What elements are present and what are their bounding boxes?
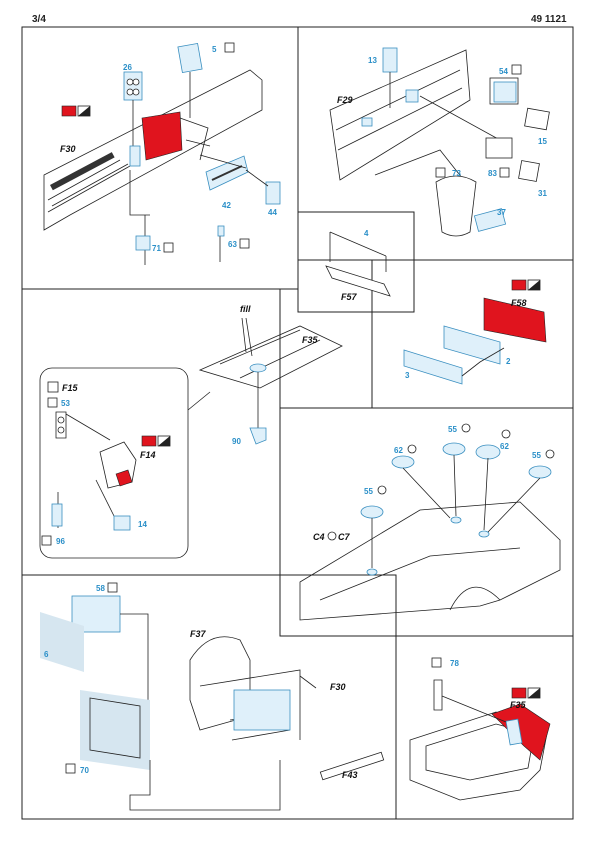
label-90: 90: [232, 437, 241, 446]
f37-part: [189, 636, 251, 731]
label-55-c: 55: [364, 487, 373, 496]
part-26: [123, 71, 143, 101]
panel-e: fill F35 90 F14 F15 53 14 96: [39, 304, 343, 559]
part-13: [382, 47, 398, 73]
panel-d: F58 2 3: [403, 279, 547, 385]
label-83: 83: [488, 169, 497, 178]
label-f35-b: F35: [510, 700, 527, 710]
label-f30-a: F30: [60, 144, 76, 154]
label-4: 4: [364, 229, 369, 238]
label-f14: F14: [140, 450, 156, 460]
label-fill: fill: [240, 304, 251, 314]
label-15: 15: [538, 137, 547, 146]
label-f58: F58: [511, 298, 527, 308]
part-70: [80, 690, 150, 770]
rear-deck: [299, 501, 561, 621]
label-96: 96: [56, 537, 65, 546]
panel-a: F30 26 5 42 44 71 63: [43, 42, 281, 265]
part-90: [249, 427, 267, 445]
label-14: 14: [138, 520, 147, 529]
label-26: 26: [123, 63, 132, 72]
label-f35-a: F35: [302, 335, 319, 345]
part-73: [435, 175, 477, 237]
f43-part: [319, 751, 385, 781]
label-62-a: 62: [394, 446, 403, 455]
panel-b: F29 13 54 15 83 31 73 37: [329, 47, 550, 237]
label-f37: F37: [190, 629, 207, 639]
f29-wall: [329, 49, 471, 181]
label-f43: F43: [342, 770, 358, 780]
label-63: 63: [228, 240, 237, 249]
label-53: 53: [61, 399, 70, 408]
f30-wall: [43, 69, 263, 231]
part-14: [113, 515, 131, 531]
label-f29: F29: [337, 95, 353, 105]
label-6: 6: [44, 650, 49, 659]
red-panel-f30: [141, 111, 183, 161]
panel-c: 4 F57: [325, 229, 391, 302]
label-70: 70: [80, 766, 89, 775]
product-code: 49 1121: [531, 14, 567, 25]
part-2: [443, 325, 501, 365]
panel-g: 58 6 70 F37 F30 F43: [40, 582, 385, 811]
f57-part: [325, 265, 391, 297]
label-31: 31: [538, 189, 547, 198]
label-55-b: 55: [532, 451, 541, 460]
label-3: 3: [405, 371, 410, 380]
label-71: 71: [152, 244, 161, 253]
part-6: [40, 612, 84, 672]
f35-frame: [198, 325, 343, 389]
part-5: [177, 42, 203, 74]
part-44: [265, 181, 281, 205]
label-5: 5: [212, 45, 217, 54]
label-44: 44: [268, 208, 277, 217]
label-62-b: 62: [500, 442, 509, 451]
label-78: 78: [450, 659, 459, 668]
label-37: 37: [497, 208, 506, 217]
label-f57: F57: [341, 292, 358, 302]
part-83: [485, 137, 513, 159]
red-panel-f58: [483, 297, 547, 343]
inset-f14: [39, 367, 189, 559]
label-c4: C4: [313, 532, 325, 542]
label-54: 54: [499, 67, 508, 76]
label-13: 13: [368, 56, 377, 65]
label-42: 42: [222, 201, 231, 210]
panel-h: 78 F35: [409, 657, 551, 801]
label-c7: C7: [338, 532, 350, 542]
page-number: 3/4: [32, 14, 46, 25]
label-2: 2: [506, 357, 511, 366]
label-58: 58: [96, 584, 105, 593]
label-55-a: 55: [448, 425, 457, 434]
part-3: [403, 349, 463, 385]
label-f30-b: F30: [330, 682, 346, 692]
panel-f: 55 62 62 55 55 C4 C7: [299, 423, 561, 621]
label-f15: F15: [62, 383, 79, 393]
panel-frames: [21, 26, 574, 820]
label-73: 73: [452, 169, 461, 178]
